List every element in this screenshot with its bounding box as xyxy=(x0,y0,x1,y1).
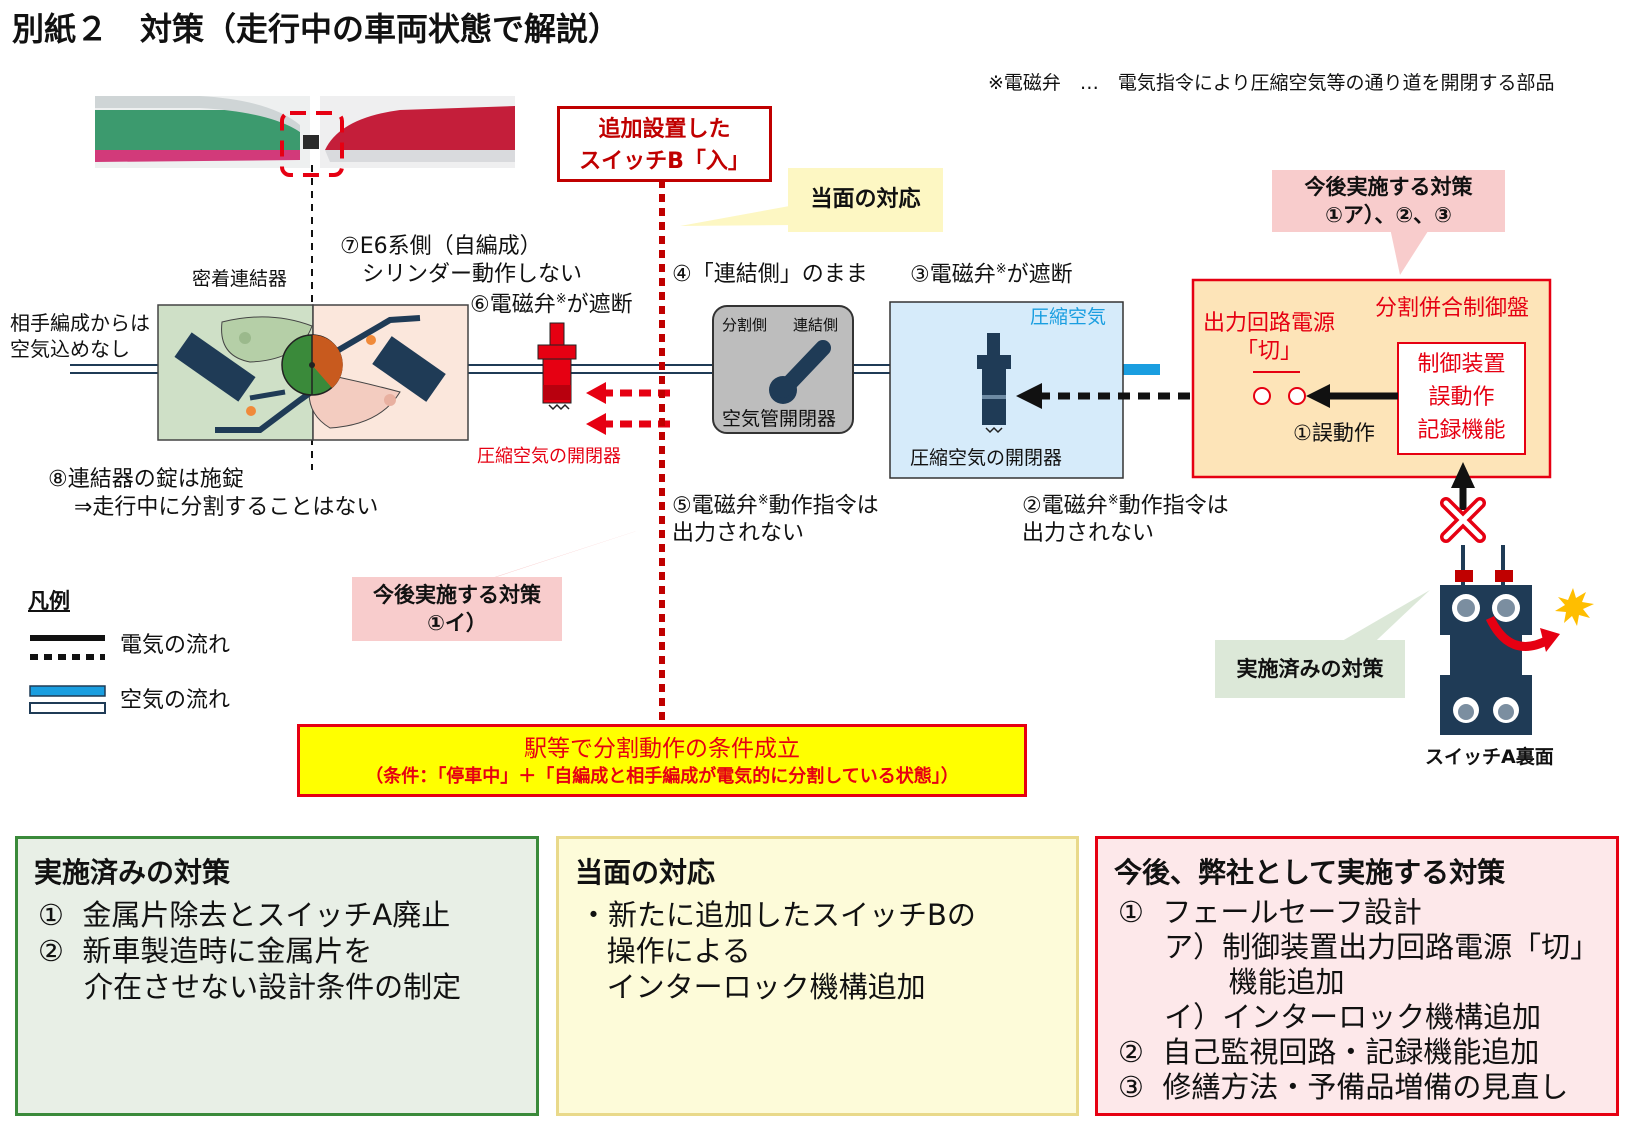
switch-b-added-label: 追加設置した スイッチB「入」 xyxy=(557,106,772,182)
valve6-asterisk: ※ xyxy=(555,292,567,307)
valve3-text: ③電磁弁 xyxy=(910,262,996,288)
cmd5-label: ⑤電磁弁※動作指令は 出力されない xyxy=(672,487,879,548)
condition-line1: 駅等で分割動作の条件成立 xyxy=(524,736,800,762)
up-arrow xyxy=(1451,462,1475,510)
legend-lines xyxy=(29,635,106,714)
black-dashed-arrow xyxy=(1016,383,1250,409)
panel-future-title: 今後、弊社として実施する対策 xyxy=(1114,856,1506,889)
output-power-line1: 出力回路電源 xyxy=(1203,311,1336,336)
valve6-label: ⑥電磁弁※が遮断 xyxy=(470,292,633,319)
panel-future: 今後、弊社として実施する対策 ① フェールセーフ設計 ア）制御装置出力回路電源「… xyxy=(1095,836,1619,1116)
switch-b-line2: スイッチB「入」 xyxy=(579,149,750,174)
navy-solenoid-valve xyxy=(977,333,1011,434)
output-power-label: 出力回路電源 「切」 xyxy=(1203,310,1335,366)
legend-air: 空気の流れ xyxy=(120,688,231,713)
valve6-text: ⑥電磁弁 xyxy=(470,292,556,318)
solenoid-note: ※電磁弁 … 電気指令により圧縮空気等の通り道を開閉する部品 xyxy=(988,72,1555,94)
lock-label: ⑧連結器の錠は施錠 ⇒走行中に分割することはない xyxy=(48,466,378,522)
no-air-line1: 相手編成からは xyxy=(10,311,150,335)
control-device-line3: 記録機能 xyxy=(1417,418,1506,443)
split-side-label: 分割側 xyxy=(722,316,768,334)
air-pipe-valve xyxy=(712,305,854,434)
malfunction-label: ①誤動作 xyxy=(1293,421,1375,445)
panel-done: 実施済みの対策 ① 金属片除去とスイッチA廃止 ② 新車製造時に金属片を 介在さ… xyxy=(15,836,539,1116)
right-valve-box xyxy=(889,301,1124,479)
valve3-label: ③電磁弁※が遮断 xyxy=(910,262,1073,289)
panel-immediate: 当面の対応 ・新たに追加したスイッチBの 操作による インターロック機構追加 xyxy=(556,836,1079,1116)
done-callout: 実施済みの対策 xyxy=(1215,640,1405,698)
panel-done-title: 実施済みの対策 xyxy=(34,856,231,889)
e6-side-line2: シリンダー動作しない xyxy=(362,262,583,287)
cmd2-asterisk: ※ xyxy=(1107,493,1119,508)
panel-immediate-title: 当面の対応 xyxy=(575,856,716,889)
cmd5-line2: 出力されない xyxy=(672,521,805,547)
output-switch xyxy=(1253,371,1398,408)
e6-side-label: ⑦E6系側（自編成） シリンダー動作しない xyxy=(340,233,582,289)
page-title: 別紙２ 対策（走行中の車両状態で解説） xyxy=(12,10,621,48)
coupler-diagram xyxy=(157,304,469,441)
cross-mark-icon xyxy=(1440,497,1486,543)
cmd2-label: ②電磁弁※動作指令は 出力されない xyxy=(1022,487,1229,548)
no-air-line2: 空気込めなし xyxy=(10,337,130,361)
lock-line1: ⑧連結器の錠は施錠 xyxy=(48,467,244,492)
condition-box: 駅等で分割動作の条件成立 （条件：「停車中」＋「自編成と相手編成が電気的に分割し… xyxy=(297,724,1027,797)
air-switch-left-label: 圧縮空気の開閉器 xyxy=(477,446,621,467)
cmd5-suffix: 動作指令は xyxy=(768,493,879,519)
control-device-label: 制御装置 誤動作 記録機能 xyxy=(1398,348,1525,447)
future-callout-2-line2: ①イ） xyxy=(427,611,487,635)
cmd2-text: ②電磁弁 xyxy=(1022,493,1108,519)
train-coupling-image xyxy=(95,96,515,168)
future-callout-1: 今後実施する対策 ①ア）、②、③ xyxy=(1272,170,1505,232)
coupling-focus-box xyxy=(280,111,344,177)
immediate-callout: 当面の対応 xyxy=(788,168,943,232)
valve3-asterisk: ※ xyxy=(995,262,1007,277)
immediate-callout-pointer xyxy=(680,205,795,226)
red-dashed-arrows xyxy=(586,382,670,435)
legend-electric: 電気の流れ xyxy=(120,633,231,658)
panel-immediate-items: ・新たに追加したスイッチBの 操作による インターロック機構追加 xyxy=(579,898,976,1004)
valve6-suffix: が遮断 xyxy=(566,292,633,318)
panel-done-items: ① 金属片除去とスイッチA廃止 ② 新車製造時に金属片を 介在させない設計条件の… xyxy=(38,898,462,1004)
air-switch-right-label: 圧縮空気の開閉器 xyxy=(910,447,1063,469)
lock-line2: ⇒走行中に分割することはない xyxy=(74,495,379,520)
future-callout-1-line1: 今後実施する対策 xyxy=(1304,175,1473,199)
no-air-label: 相手編成からは 空気込めなし xyxy=(10,310,150,362)
switch-a-back xyxy=(1440,545,1594,735)
condition-line2: （条件：「停車中」＋「自編成と相手編成が電気的に分割している状態」） xyxy=(365,766,959,787)
cmd5-asterisk: ※ xyxy=(757,493,769,508)
valve3-suffix: が遮断 xyxy=(1006,262,1073,288)
future-callout-1-line2: ①ア）、②、③ xyxy=(1325,203,1452,227)
control-device-line2: 誤動作 xyxy=(1428,385,1495,410)
switch-a-back-label: スイッチA裏面 xyxy=(1425,746,1554,768)
e6-side-line1: ⑦E6系側（自編成） xyxy=(340,234,542,259)
still-coupled-label: ④「連結側」のまま xyxy=(672,262,868,287)
future-callout-2-line1: 今後実施する対策 xyxy=(373,583,541,607)
compressed-air-label: 圧縮空気 xyxy=(1030,306,1107,328)
cmd2-line2: 出力されない xyxy=(1022,521,1155,547)
air-pipe-valve-label: 空気管開閉器 xyxy=(722,408,837,430)
switch-b-line1: 追加設置した xyxy=(598,117,731,142)
future-callout-1-pointer xyxy=(1390,228,1430,275)
coupler-label: 密着連結器 xyxy=(192,268,288,290)
legend-title: 凡例 xyxy=(28,589,70,613)
coupled-side-label: 連結側 xyxy=(793,316,839,334)
red-solenoid-valve xyxy=(537,322,577,411)
cmd2-suffix: 動作指令は xyxy=(1118,493,1229,519)
future-callout-2: 今後実施する対策 ①イ） xyxy=(352,577,562,641)
panel-future-items: ① フェールセーフ設計 ア）制御装置出力回路電源「切」 機能追加 イ）インターロ… xyxy=(1118,895,1600,1104)
cmd5-text: ⑤電磁弁 xyxy=(672,493,758,519)
output-power-line2: 「切」 xyxy=(1236,339,1303,364)
control-panel-label: 分割併合制御盤 xyxy=(1375,296,1530,321)
control-device-line1: 制御装置 xyxy=(1417,352,1506,377)
